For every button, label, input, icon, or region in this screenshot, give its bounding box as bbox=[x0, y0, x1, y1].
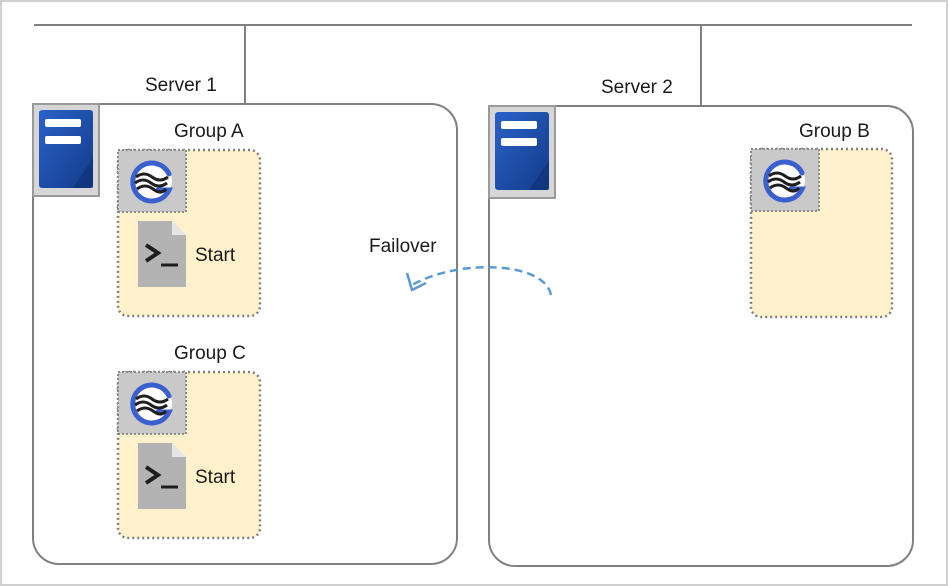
script-icon bbox=[136, 219, 188, 289]
server-icon bbox=[32, 103, 100, 197]
group-b-label: Group B bbox=[799, 121, 870, 142]
server-icon bbox=[488, 105, 556, 199]
script-icon bbox=[136, 441, 188, 511]
group-c-label: Group C bbox=[174, 343, 246, 364]
group-c-script-label: Start bbox=[195, 467, 236, 488]
server-1: Server 1 Group A Start Group C Start bbox=[32, 75, 458, 565]
failover-label: Failover bbox=[369, 236, 437, 257]
group-a-script-label: Start bbox=[195, 245, 236, 266]
failover-arrowhead-icon bbox=[405, 272, 427, 292]
cluster-g-icon bbox=[118, 150, 186, 212]
failover-arrow bbox=[411, 265, 553, 296]
group-b: Group B bbox=[751, 121, 894, 319]
group-c: Group C Start bbox=[118, 343, 262, 540]
server-1-label: Server 1 bbox=[145, 75, 217, 96]
failover: Failover bbox=[369, 236, 553, 296]
network bbox=[34, 24, 912, 105]
group-a: Group A Start bbox=[118, 121, 262, 318]
cluster-g-icon bbox=[118, 372, 186, 434]
server-2-label: Server 2 bbox=[601, 77, 673, 98]
cluster-g-icon bbox=[751, 149, 819, 211]
server-2: Server 2 Group B bbox=[488, 77, 914, 567]
group-a-label: Group A bbox=[174, 121, 244, 142]
